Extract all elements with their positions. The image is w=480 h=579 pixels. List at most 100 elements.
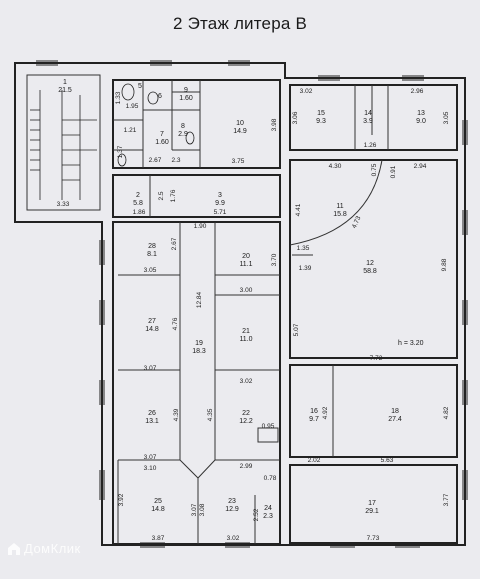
dimension-label: 3.70 <box>271 253 278 266</box>
dimension-label: 2.3 <box>171 157 180 164</box>
room-area: 27.4 <box>388 416 402 423</box>
dimension-label: 3.75 <box>232 158 245 165</box>
stairs <box>30 90 97 200</box>
dimension-label: 4.92 <box>322 406 329 419</box>
dimension-label: 0.75 <box>371 163 378 176</box>
room-area: 2.3 <box>263 513 273 520</box>
dimension-label: 3.02 <box>300 88 313 95</box>
dimension-label: 1.33 <box>115 91 122 104</box>
toilet-icon <box>117 83 195 167</box>
dimension-label: 5.07 <box>293 323 300 336</box>
room-area: 9.7 <box>309 416 319 423</box>
room-number: 19 <box>195 340 203 347</box>
dimension-label: 2.67 <box>149 157 162 164</box>
dimension-label: 0.95 <box>262 423 275 430</box>
room-1-outline <box>26 74 101 211</box>
room-area: 1.60 <box>179 95 193 102</box>
dimension-label: 3.02 <box>240 378 253 385</box>
dimension-label: 1.37 <box>117 145 124 158</box>
room-area: 14.9 <box>233 128 247 135</box>
room-number: 24 <box>264 505 272 512</box>
dimension-label: 5.71 <box>214 209 227 216</box>
dimension-label: 1.86 <box>133 209 146 216</box>
room-number: 15 <box>317 110 325 117</box>
room-number: 27 <box>148 318 156 325</box>
dimension-label: 3.33 <box>57 201 70 208</box>
ceiling-height-note: h = 3.20 <box>398 340 424 347</box>
room-area: 14.8 <box>145 326 159 333</box>
room-number: 26 <box>148 410 156 417</box>
dimension-label: 4.35 <box>207 408 214 421</box>
room-number: 5 <box>138 83 142 90</box>
room-number: 17 <box>368 500 376 507</box>
room-area: 9.9 <box>215 200 225 207</box>
room-area: 15.8 <box>333 211 347 218</box>
room-area: 11.0 <box>239 336 252 343</box>
room-area: 3.9 <box>363 118 373 125</box>
dimension-label: 3.02 <box>227 535 240 542</box>
rooms-16-18 <box>289 364 458 458</box>
dimension-label: 2.5 <box>158 191 165 200</box>
top-right-block <box>289 84 458 151</box>
wc-block <box>112 79 281 169</box>
dimension-label: 3.07 <box>191 503 198 516</box>
room-number: 23 <box>228 498 236 505</box>
room-number: 11 <box>336 203 343 210</box>
room-number: 21 <box>242 328 250 335</box>
dimension-label: 2.96 <box>411 88 424 95</box>
room-number: 12 <box>366 260 374 267</box>
room-number: 6 <box>158 93 162 100</box>
dimension-label: 7.72 <box>370 355 383 362</box>
room-number: 3 <box>218 192 222 199</box>
dimension-label: 12.84 <box>196 291 203 308</box>
dimension-label: 3.08 <box>199 503 206 516</box>
window-marks <box>36 60 468 548</box>
dimension-label: 2.52 <box>253 508 260 521</box>
room-area: 14.8 <box>151 506 165 513</box>
dimension-label: 7.73 <box>367 535 380 542</box>
dimension-label: 4.39 <box>173 408 180 421</box>
room-number: 8 <box>181 123 185 130</box>
room-area: 13.1 <box>145 418 159 425</box>
room-number: 9 <box>184 87 188 94</box>
page-title: 2 Этаж литера В <box>173 14 307 33</box>
dimension-label: 1.76 <box>170 189 177 202</box>
dimension-label: 3.05 <box>443 111 450 124</box>
room-area: 21.5 <box>58 87 72 94</box>
hall-12 <box>289 159 458 359</box>
corridor-2-3 <box>112 174 281 218</box>
dimension-label: 1.21 <box>124 127 137 134</box>
dimension-label: 2.02 <box>308 457 321 464</box>
room-number: 20 <box>242 253 250 260</box>
room-number: 16 <box>310 408 318 415</box>
dimension-label: 3.10 <box>144 465 157 472</box>
dimension-label: 1.39 <box>299 265 312 272</box>
room-area: 5.8 <box>133 200 143 207</box>
outer-wall <box>14 62 466 546</box>
room-number: 10 <box>236 120 244 127</box>
dimension-label: 2.67 <box>171 237 178 250</box>
dimension-label: 3.92 <box>118 493 125 506</box>
dimension-label: 4.73 <box>351 215 363 230</box>
room-area: 9.0 <box>416 118 426 125</box>
room-area: 58.8 <box>363 268 377 275</box>
room-labels: 121.525.839.95671.6082.991.601014.91115.… <box>58 79 426 520</box>
dimension-label: 1.26 <box>364 142 377 149</box>
room-area: 12.2 <box>239 418 253 425</box>
room-number: 22 <box>242 410 250 417</box>
dimension-label: 3.06 <box>292 111 299 124</box>
room-area: 12.9 <box>225 506 239 513</box>
dimension-label: 1.90 <box>194 223 207 230</box>
dimension-label: 2.99 <box>240 463 253 470</box>
dimension-label: 9.88 <box>441 258 448 271</box>
room-area: 2.9 <box>178 131 188 138</box>
room-number: 25 <box>154 498 162 505</box>
room-area: 9.3 <box>316 118 326 125</box>
dimension-label: 3.87 <box>152 535 165 542</box>
dimension-label: 3.07 <box>144 365 157 372</box>
watermark: ДомКлик <box>24 541 81 556</box>
room-number: 2 <box>136 192 140 199</box>
left-wing <box>112 221 281 545</box>
dimension-label: 4.41 <box>295 203 302 216</box>
